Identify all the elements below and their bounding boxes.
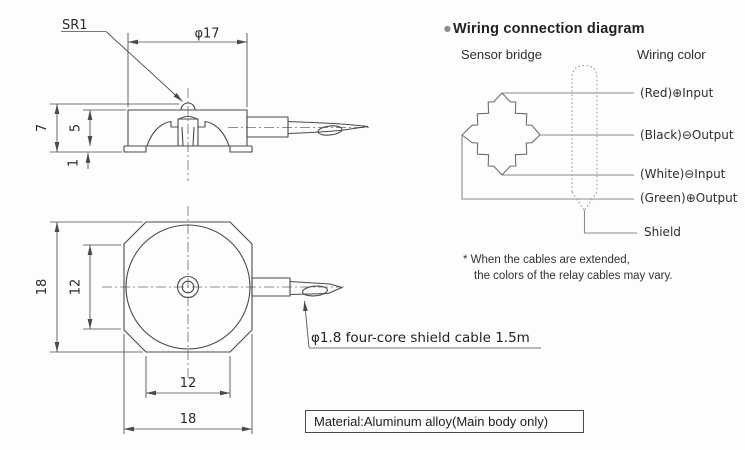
dimension-labels: SR1 φ17 7 5 1 18 12 12 18 bbox=[35, 18, 220, 427]
wire-label-white-input: (White)⊖Input bbox=[640, 167, 726, 181]
title-text: Wiring connection diagram bbox=[452, 21, 645, 37]
width-12-bottom-label: 12 bbox=[180, 376, 197, 391]
wire-label-red-input: (Red)⊕Input bbox=[640, 86, 714, 100]
material-note-box: Material:Aluminum alloy(Main body only) bbox=[305, 410, 584, 433]
diameter-17-label: φ17 bbox=[194, 27, 219, 42]
footnote-line-2: the colors of the relay cables may vary. bbox=[474, 270, 673, 282]
wiring-diagram-title: ●Wiring connection diagram bbox=[443, 21, 645, 37]
cable-sheath-dotted-outline bbox=[571, 64, 598, 211]
shield-cable-note: φ1.8 four-core shield cable 1.5m bbox=[311, 330, 530, 346]
top-view-outline bbox=[123, 221, 343, 353]
footnote-line-1: * When the cables are extended, bbox=[463, 254, 630, 266]
sensor-bridge-symbol bbox=[461, 92, 541, 176]
side-view-outline bbox=[123, 102, 369, 153]
height-7-label: 7 bbox=[35, 124, 50, 132]
wire-label-green-output: (Green)⊕Output bbox=[640, 191, 738, 205]
shield-label: Shield bbox=[644, 225, 681, 239]
sensor-bridge-heading: Sensor bridge bbox=[461, 47, 542, 62]
cable-extension-footnote: * When the cables are extended, the colo… bbox=[463, 252, 673, 284]
centerlines bbox=[102, 88, 372, 378]
height-5-label: 5 bbox=[69, 124, 84, 132]
width-18-left-label: 18 bbox=[35, 279, 50, 296]
width-18-bottom-label: 18 bbox=[180, 412, 197, 427]
width-12-left-label: 12 bbox=[69, 279, 84, 296]
wire-label-black-output: (Black)⊖Output bbox=[640, 128, 734, 142]
dimension-lines bbox=[50, 31, 541, 434]
title-bullet-icon: ● bbox=[443, 21, 452, 37]
sr1-label: SR1 bbox=[62, 18, 88, 33]
wiring-color-heading: Wiring color bbox=[637, 47, 706, 62]
height-1-label: 1 bbox=[67, 159, 82, 167]
